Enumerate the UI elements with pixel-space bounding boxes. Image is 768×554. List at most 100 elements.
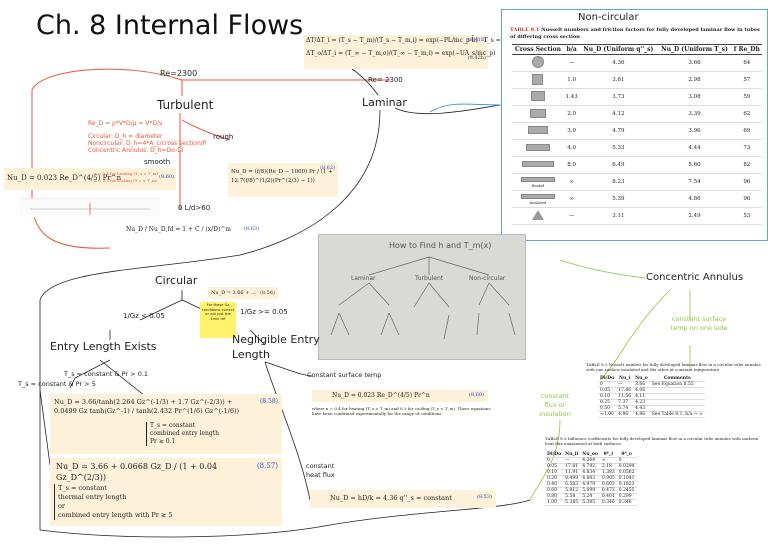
square-shape-icon [532,73,544,85]
gnielinski-equation-box: Nu_D = (f/8)(Re_D − 1000) Pr / (1 + 12.7… [228,163,338,197]
entry-ratio-box: Nu_D / Nu_D,fd = 1 + C / (x/D)^m (8.63) [126,226,266,244]
baehr-cond1: T_s = constant [150,422,196,429]
circular-node[interactable]: Circular [155,274,198,287]
cross-section-shape: Heated [512,173,564,191]
annulus-table-cell: 0.80 [545,493,564,500]
annulus-table-cell: — [616,381,634,388]
table-cell-ba: 2.0 [563,105,580,123]
table-cell-ba: 3.0 [563,122,580,140]
blue-line-noncircular [429,103,502,113]
annulus-table-cell: 4.43 [633,405,650,412]
sieder-eq-number: (8.60) [468,392,484,398]
annulus-table-cell: 4.11 [633,393,650,400]
annulus-table-cell: 0.0294 [616,463,637,470]
annulus-table-cell: 0.0562 [616,469,637,476]
annulus-table-header: θ*_o [616,452,637,458]
annulus-table-cell: 5.24 [580,493,600,500]
const-heat-flux-label: constant heat flux [306,462,335,479]
table-cell-f: 96 [731,173,762,191]
table-cell-f: 62 [731,105,762,123]
rough-label: rough [213,133,234,141]
red-line-rough [181,119,231,141]
annulus-table-cell: 0.10 [545,469,564,476]
annulus-table-header: Nu_i [616,376,634,382]
sticky-note: For these Gz conditions correct or not j… [200,302,236,338]
cross-section-shape [512,156,564,174]
laminar-node[interactable]: Laminar [362,96,407,109]
annulus-table-cell: 0.401 [599,493,617,500]
table-cell-q: 4.79 [579,122,658,140]
annulus-table-cell: 0.1041 [616,475,637,482]
hausen-eq-number: (8.57) [256,462,278,470]
table-cell-q: 3.61 [579,71,658,89]
ts-const-pr01-label: T_s = constant & Pr > 0.1 [64,370,149,378]
shape-label: Heated [531,183,545,188]
table-cell-ba: 1.0 [563,71,580,89]
baehr-conditions: T_s = constant combined entry length Pr … [146,422,219,446]
top-equation-text2: ΔT_o/ΔT_i = (T_∞ − T_m,o)/(T_∞ − T_m,i) … [306,50,496,57]
gz-high-label: 1/Gz >= 0.05 [240,308,288,316]
turbulent-node[interactable]: Turbulent [157,98,214,112]
hausen-small-eq-number: (8.56) [259,290,275,296]
const-surface-temp-label: Constant surface temp [307,371,382,379]
table-cell-t: 4.86 [657,190,732,208]
noncircular-dh-note: Noncircular: D_h=4*A_c/cross section/P [88,140,207,147]
dittus-equation: Nu_D = 0.023 Re_D^(4/5) Pr^n [7,174,122,182]
smooth-sketch [20,198,160,217]
reynolds-note: Re_D = ρ*V*D/μ = V*D/ν [88,120,163,127]
annulus-table-header: Nu_ii [563,452,581,458]
gz-low-label: 1/Gz < 0.05 [123,312,165,320]
smooth-label: smooth [144,158,171,166]
annulus-table-cell: 0 [598,381,617,388]
annulus-table-cell: 0.60 [545,487,564,494]
top-eq-number: (8.41b) [467,37,486,43]
rect8-shape-icon [521,161,554,167]
table-cell-q: 3.11 [579,207,658,225]
plates-shape-icon [520,176,555,182]
table-cell-ba: ∞ [563,190,580,208]
table-cell-q: 3.73 [579,88,658,106]
hausen-conditions: T_s = constant thermal entry length or c… [54,484,173,520]
concentric-annulus-node[interactable]: Concentric Annulus [646,272,744,283]
table-cell-f: 64 [731,54,762,72]
negligible-entry-node[interactable]: Negligible Entry Length [232,333,320,361]
hausen-equation-box: Nu_D = 3.66 + 0.0668 Gz_D / (1 + 0.04 Gz… [50,458,282,526]
entry-length-node[interactable]: Entry Length Exists [50,340,157,353]
rect2-shape-icon [529,108,546,118]
annulus-table-cell: 5.385 [563,499,581,506]
table-cell-f: 57 [731,71,762,89]
rect4-shape-icon [525,143,550,151]
circle-shape-icon [531,56,544,68]
dittus-equation-box: Nu_D = 0.023 Re_D^(4/5) Pr^n n = 0.4 for… [4,168,176,190]
gnielinski-equation: Nu_D = (f/8)(Re_D − 1000) Pr / (1 + 12.7… [231,169,333,184]
green-line-annulus-flux [599,289,671,381]
dittus-eq-number: (8.60) [159,174,175,180]
const-surf-one-side-label: constant surface temp on one side [670,315,728,332]
cross-section-shape [512,105,564,123]
cross-section-shape [512,88,564,106]
table-header-q: Nu_D (Uniform q''_s) [579,44,658,55]
baehr-equation: Nu_D = 3.66/tanh(2.264 Gz^(-1/3) + 1.7 G… [54,398,240,415]
annulus-table-cell: 1.00 [545,499,564,506]
table-cell-q: 4.12 [579,105,658,123]
noncircular-node[interactable]: Non-circular [578,12,639,23]
baehr-cond3: Pr ≳ 0.1 [150,438,176,445]
table-cell-ba: ∞ [563,173,580,191]
sieder-equation-box: Nu_D = 0.023 Re_D^(4/5) Pr^n (8.60) [312,390,488,402]
entry-ratio-equation: Nu_D / Nu_D,fd = 1 + C / (x/D)^m [126,226,231,233]
